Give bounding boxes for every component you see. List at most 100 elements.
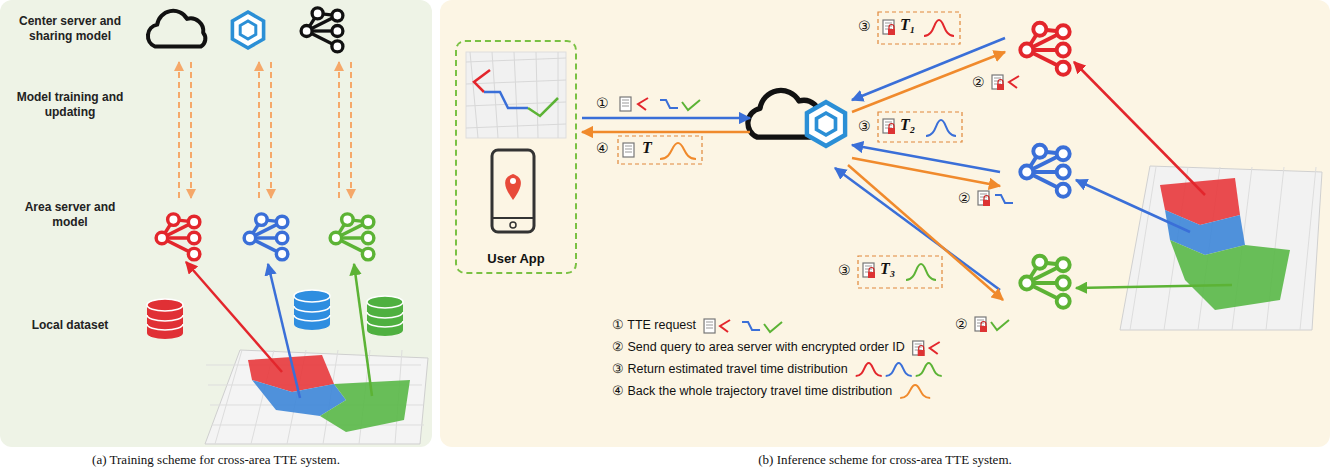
network-node [168, 214, 180, 226]
document-line [865, 266, 872, 267]
legend-sample [913, 341, 940, 356]
database-ring [367, 312, 403, 327]
legend-text: ② Send query to area server with encrypt… [612, 340, 905, 355]
database-icon [294, 290, 330, 330]
document-line [706, 322, 713, 323]
network-node [330, 232, 342, 244]
network-node [244, 232, 256, 244]
network-node [1057, 258, 1070, 271]
document-icon [883, 20, 895, 35]
document-icon [704, 319, 715, 333]
network-node [1057, 147, 1070, 160]
network-node [362, 216, 374, 228]
network-icon [1020, 145, 1069, 197]
flow-arrow [350, 62, 352, 198]
distribution-curve [660, 143, 696, 159]
document-page [978, 191, 989, 205]
map-road [514, 52, 518, 138]
document-page [704, 319, 715, 333]
database-ring [147, 315, 183, 330]
document-line [994, 78, 1001, 79]
database-icon [367, 296, 403, 336]
row-label: Model training and updating [6, 90, 134, 120]
document-icon [620, 97, 631, 111]
network-node [276, 248, 288, 260]
time-symbol: T₁ [900, 16, 915, 34]
flow-arrow [848, 165, 1003, 300]
trajectory-segment [995, 195, 1013, 203]
document-line [625, 149, 632, 150]
callout-number: ① [596, 95, 609, 112]
distribution-curve [900, 385, 930, 398]
network-node [1057, 166, 1070, 179]
caption: (b) Inference scheme for cross-area TTE … [440, 452, 1330, 467]
flow-arrow [852, 38, 1005, 100]
flow-arrow [852, 158, 1000, 186]
lock-body [888, 29, 895, 35]
document-page [620, 97, 631, 111]
trajectory-icon [638, 98, 700, 110]
map-road [1130, 167, 1156, 330]
network-node [332, 10, 343, 21]
flow-arrow [582, 117, 750, 120]
phone-bar [492, 217, 534, 219]
network-icon [1020, 23, 1069, 75]
document-page [883, 20, 894, 34]
document-line [915, 344, 922, 345]
distribution-curve [906, 264, 936, 280]
network-icon [1020, 256, 1069, 308]
app-label: User App [457, 251, 575, 266]
panel-background [440, 0, 1330, 447]
trajectory-segment [474, 70, 490, 92]
map-region [1170, 240, 1290, 310]
flow-arrow [186, 262, 282, 372]
legend-sample [900, 385, 930, 398]
map-base [1120, 166, 1322, 330]
hex-inner [240, 21, 256, 39]
document-page [883, 119, 894, 133]
lock-body [868, 272, 875, 278]
callout-number: ② [958, 190, 971, 207]
row-label: Center server and sharing model [6, 14, 134, 44]
dashed-frame [618, 136, 702, 164]
database-top [294, 290, 330, 302]
database-top [367, 296, 403, 308]
trajectory-segment [930, 342, 940, 354]
map-pin-dot [510, 178, 516, 184]
document-line [980, 194, 987, 195]
map-road [215, 350, 242, 444]
legend-text: ① TTE request [612, 318, 696, 333]
network-node [256, 214, 268, 226]
map-road [470, 52, 478, 138]
flow-arrow [268, 264, 300, 398]
training-panel: Center server and sharing modelModel tra… [0, 0, 432, 447]
document-page [863, 263, 874, 277]
distribution-curve [856, 363, 882, 376]
trajectory-segment [484, 92, 528, 108]
network-node [1033, 23, 1046, 36]
map-road [466, 124, 566, 128]
dashed-frame [878, 112, 962, 142]
document-icon [975, 317, 987, 332]
callout-number: ③ [858, 118, 871, 135]
cloud-outline [148, 11, 205, 47]
lock-shackle [919, 346, 924, 351]
document-line [625, 146, 632, 147]
distribution-curve [924, 20, 954, 36]
trajectory-segment [682, 100, 700, 110]
document-icon [913, 341, 925, 356]
flow-arrow [835, 168, 1000, 290]
caption: (a) Training scheme for cross-area TTE s… [0, 452, 432, 467]
document-line [885, 122, 892, 123]
document-line [622, 100, 629, 101]
database-icon [147, 299, 183, 339]
flow-arrow [190, 62, 192, 198]
network-node [1033, 256, 1046, 269]
document-page [992, 75, 1003, 89]
network-node [332, 26, 343, 37]
callout-number: ③ [858, 18, 871, 35]
lock-shackle [998, 80, 1003, 85]
lock-body [997, 84, 1004, 90]
network-node [188, 232, 200, 244]
time-symbol: T₂ [900, 116, 915, 134]
